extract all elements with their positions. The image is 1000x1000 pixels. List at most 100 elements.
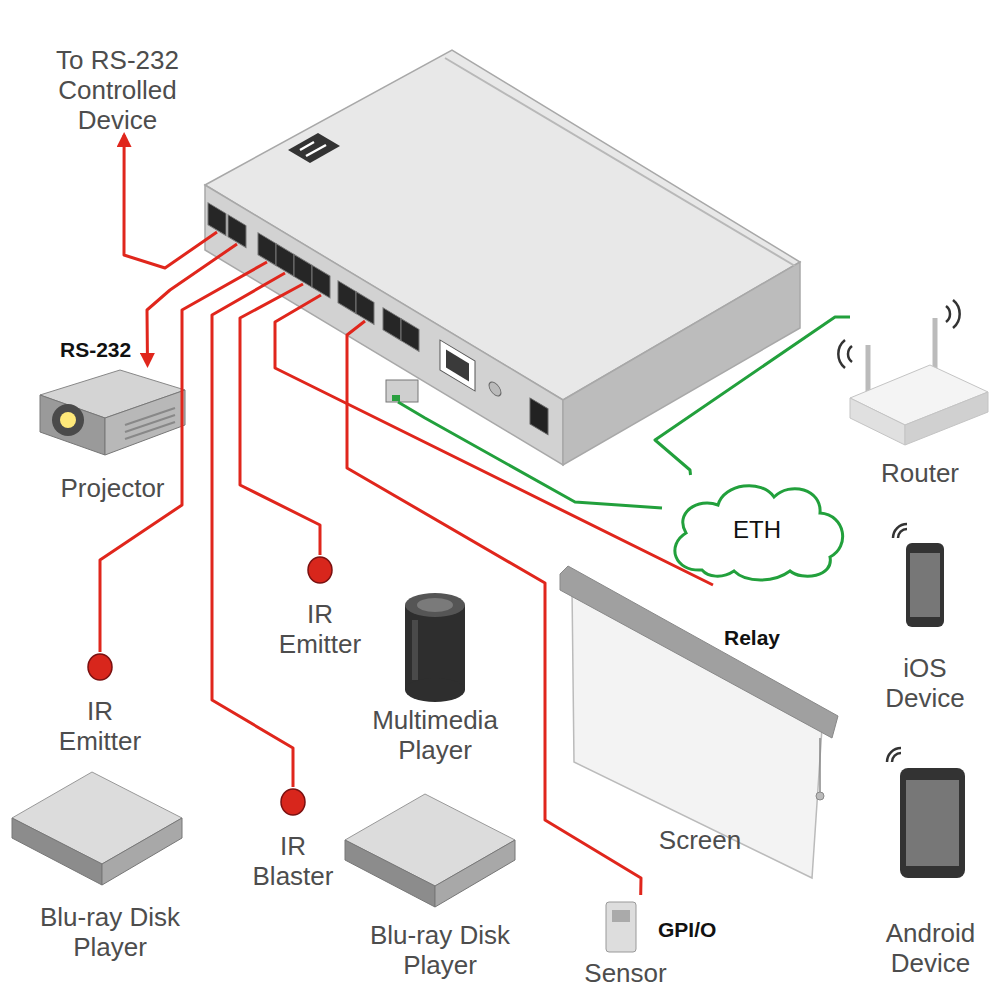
ir-emitter-icon (281, 789, 305, 815)
control-wire (275, 295, 713, 585)
ir-emitter-icon (308, 557, 332, 583)
projection-screen (816, 792, 824, 800)
router: Router (850, 298, 990, 488)
control-gateway (445, 58, 795, 266)
control-gateway (200, 48, 800, 468)
android-device-icon (887, 748, 901, 762)
device-label: iOS Device (875, 653, 975, 713)
multimedia-player-icon (405, 593, 465, 617)
control-gateway (300, 142, 326, 156)
device-label: To RS-232 Controlled Device (35, 45, 200, 135)
router-icon (933, 318, 938, 372)
android-device-icon (906, 780, 959, 866)
android-device-icon (900, 768, 965, 878)
port-panel (489, 379, 501, 398)
port-panel (440, 340, 475, 391)
ios-device-icon (906, 543, 944, 627)
blu-ray-player-icon (12, 772, 182, 885)
ir-emitter: IR Emitter (270, 555, 370, 659)
blu-ray-player-icon (435, 840, 515, 907)
port-panel (338, 281, 356, 314)
device-label: IR Blaster (243, 831, 343, 891)
projector-icon (40, 370, 185, 455)
ios-device-icon (910, 553, 940, 617)
projector-icon (125, 408, 175, 439)
android-device-icon (887, 748, 965, 878)
signal-label: RS-232 (58, 338, 133, 362)
multimedia-player-icon (405, 593, 465, 702)
port-panel (228, 215, 246, 248)
sensor-icon (606, 902, 636, 952)
blu-ray-player: Blu-ray Disk Player (5, 772, 215, 962)
device-label: Projector (25, 473, 200, 503)
control-gateway (392, 395, 400, 401)
device-label: Screen (570, 825, 830, 855)
sensor-icon (606, 902, 636, 952)
ir-emitter: IR Emitter (50, 652, 150, 756)
port-panel (401, 319, 419, 352)
multimedia-player-icon (405, 605, 465, 690)
ir-emitter-icon (88, 557, 332, 815)
control-gateway (386, 380, 418, 402)
projection-screen (560, 566, 838, 878)
router-icon (946, 300, 960, 328)
projection-screen (560, 566, 838, 738)
port-panel (383, 308, 401, 341)
router-icon (838, 340, 852, 368)
multimedia-player-icon (405, 678, 465, 702)
device-label: ETH (733, 515, 781, 545)
port-panel (294, 254, 312, 287)
projector-icon (60, 412, 76, 428)
cloud-outline (675, 486, 843, 580)
device-label: Blu-ray Disk Player (335, 920, 545, 980)
projector-icon (40, 395, 105, 455)
port-panel (208, 201, 548, 435)
ios-device: iOS Device (875, 535, 975, 713)
sensor-icon (612, 910, 630, 922)
destination-label: To RS-232 Controlled Device (35, 45, 200, 135)
port-panel (312, 265, 330, 298)
router-icon (905, 392, 988, 445)
projection-screen (819, 738, 821, 792)
port-panel (276, 244, 294, 277)
ethernet-cable (655, 317, 850, 475)
ir-emitter-icon (88, 654, 112, 680)
blu-ray-player-icon (12, 818, 102, 885)
control-wire (240, 284, 320, 555)
ios-device-icon (893, 524, 907, 538)
blu-ray-player: Blu-ray Disk Player (335, 795, 545, 980)
multimedia-player-icon (417, 598, 453, 612)
port-panel (258, 233, 276, 266)
signal-label: GPI/O (656, 918, 718, 942)
port-panel (446, 350, 469, 382)
signal-label: Relay (722, 626, 782, 650)
port-panel (356, 292, 374, 325)
ethernet-cable (398, 402, 662, 508)
android-device: Android Device (868, 755, 993, 978)
blu-ray-player-icon (345, 794, 515, 907)
device-label: Blu-ray Disk Player (5, 902, 215, 962)
multimedia-player: Multimedia Player (350, 585, 520, 765)
control-gateway (288, 133, 340, 163)
control-wire (347, 321, 641, 895)
control-wire (100, 262, 267, 652)
projector: Projector (25, 365, 200, 503)
device-label: Sensor (578, 958, 673, 988)
blu-ray-player-icon (345, 840, 435, 907)
device-label: IR Emitter (50, 696, 150, 756)
router-icon (838, 300, 988, 445)
device-label: Android Device (868, 918, 993, 978)
multimedia-player-icon (412, 620, 418, 680)
device-label: Router (850, 458, 990, 488)
port-panel (530, 398, 548, 435)
ios-device-icon (893, 524, 944, 627)
device-label: IR Emitter (270, 599, 370, 659)
control-wire (124, 135, 217, 268)
port-panel (208, 203, 226, 236)
ethernet-cloud: ETH (662, 475, 852, 585)
ir-blaster: IR Blaster (243, 787, 343, 891)
blu-ray-player-icon (102, 818, 182, 885)
projector-icon (52, 404, 84, 436)
router-icon (850, 398, 905, 445)
